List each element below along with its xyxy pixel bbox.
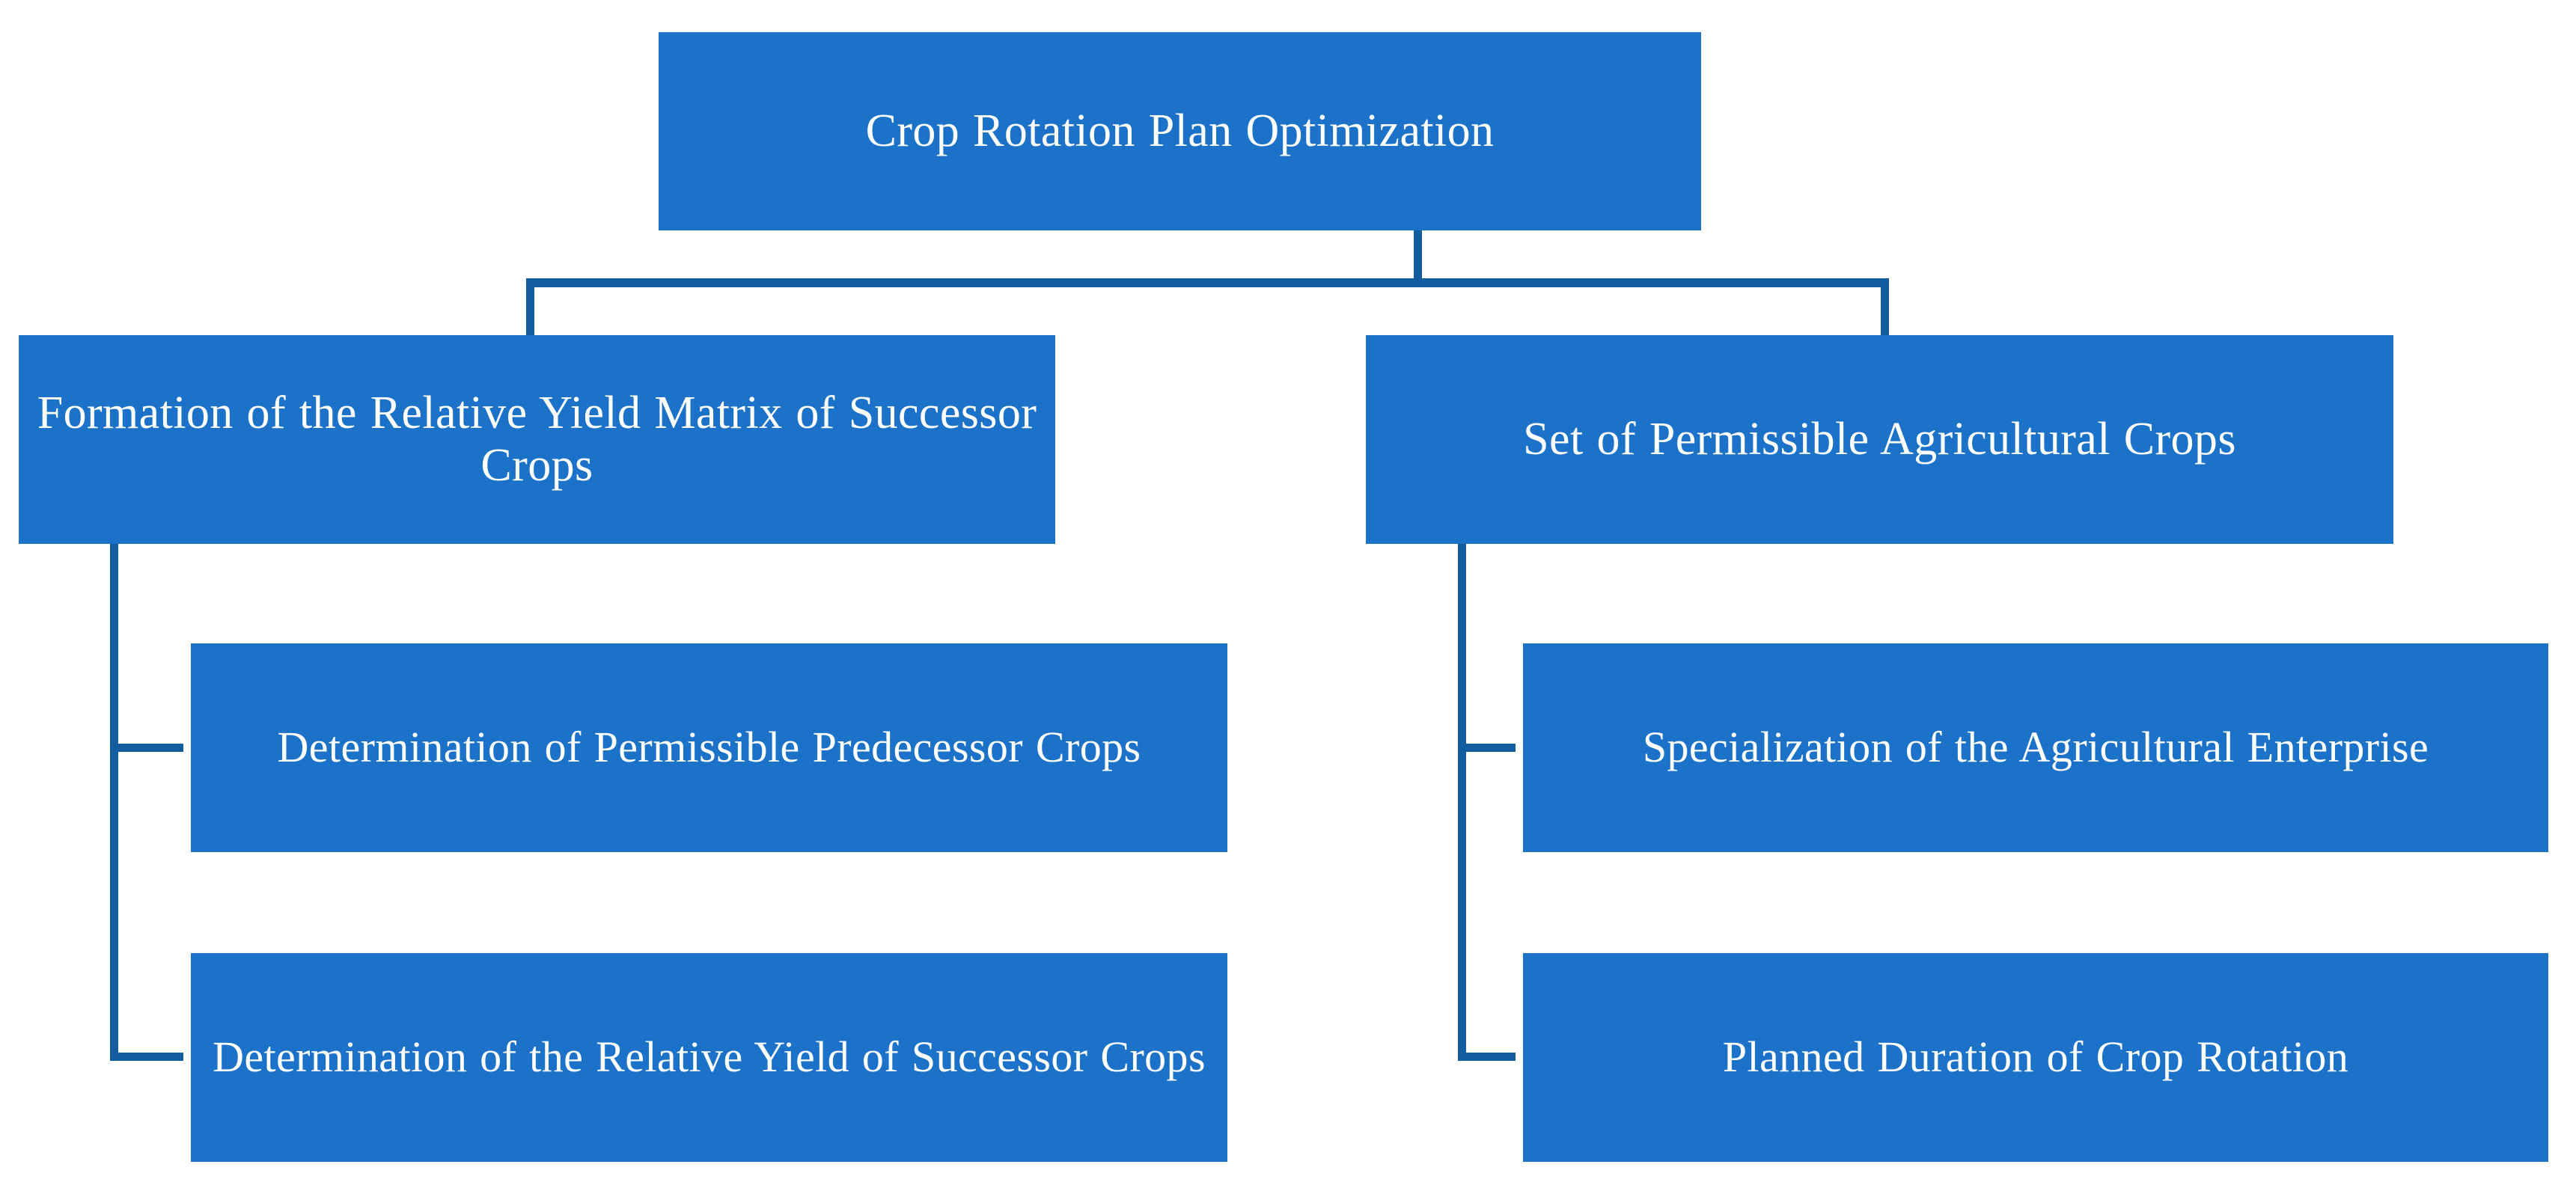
node-root[interactable]: Crop Rotation Plan Optimization	[659, 32, 1701, 230]
node-leaf-right-bottom[interactable]: Planned Duration of Crop Rotation	[1523, 953, 2548, 1162]
connector-root-stem	[1414, 230, 1422, 283]
node-branch-left[interactable]: Formation of the Relative Yield Matrix o…	[19, 335, 1055, 544]
node-leaf-right-bottom-label: Planned Duration of Crop Rotation	[1722, 1032, 2349, 1082]
node-leaf-right-top[interactable]: Specialization of the Agricultural Enter…	[1523, 643, 2548, 852]
node-leaf-left-top[interactable]: Determination of Permissible Predecessor…	[191, 643, 1227, 852]
connector-root-to-branch-right	[1881, 278, 1889, 335]
node-leaf-right-top-label: Specialization of the Agricultural Enter…	[1642, 723, 2429, 772]
node-leaf-left-top-label: Determination of Permissible Predecessor…	[277, 723, 1141, 772]
node-branch-left-label: Formation of the Relative Yield Matrix o…	[37, 388, 1037, 491]
connector-trunk-right	[1458, 544, 1466, 1061]
connector-root-to-branch-left	[526, 278, 534, 335]
connector-branch-left-to-leaf-bottom	[110, 1053, 183, 1061]
connector-branch-right-to-leaf-bottom	[1458, 1053, 1516, 1061]
node-leaf-left-bottom[interactable]: Determination of the Relative Yield of S…	[191, 953, 1227, 1162]
node-branch-right[interactable]: Set of Permissible Agricultural Crops	[1366, 335, 2393, 544]
connector-trunk-left	[110, 544, 118, 1061]
node-root-label: Crop Rotation Plan Optimization	[865, 105, 1495, 156]
node-branch-right-label: Set of Permissible Agricultural Crops	[1523, 413, 2236, 465]
node-leaf-left-bottom-label: Determination of the Relative Yield of S…	[213, 1032, 1206, 1082]
connector-root-horizontal-bus	[526, 278, 1889, 287]
connector-branch-left-to-leaf-top	[110, 744, 183, 752]
connector-branch-right-to-leaf-top	[1458, 744, 1516, 752]
